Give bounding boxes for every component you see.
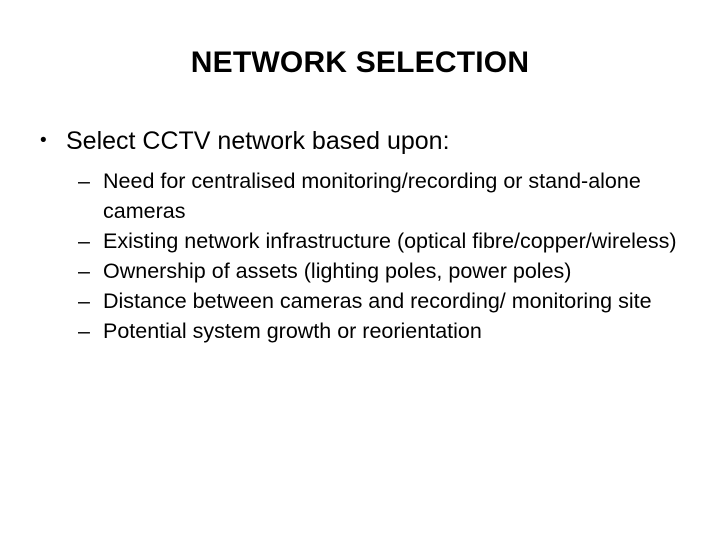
bullet-level1: • Select CCTV network based upon: [40, 126, 700, 157]
sub-bullet-text: Potential system growth or reorientation [103, 318, 482, 343]
en-dash-icon: – [78, 318, 90, 343]
slide-title: NETWORK SELECTION [190, 46, 530, 79]
en-dash-icon: – [78, 288, 90, 313]
en-dash-icon: – [78, 168, 90, 193]
sub-bullet-item: – Need for centralised monitoring/record… [40, 166, 700, 226]
sub-bullet-list: – Need for centralised monitoring/record… [40, 166, 700, 347]
sub-bullet-text: Need for centralised monitoring/recordin… [103, 168, 641, 223]
sub-bullet-item: – Ownership of assets (lighting poles, p… [40, 256, 700, 286]
sub-bullet-item: – Existing network infrastructure (optic… [40, 226, 700, 256]
bullet-level1-text: Select CCTV network based upon: [66, 127, 450, 155]
sub-bullet-item: – Potential system growth or reorientati… [40, 316, 700, 346]
sub-bullet-item: – Distance between cameras and recording… [40, 286, 700, 316]
sub-bullet-text: Existing network infrastructure (optical… [103, 228, 677, 253]
sub-bullet-text: Distance between cameras and recording/ … [103, 288, 652, 313]
en-dash-icon: – [78, 228, 90, 253]
bullet-dot-icon: • [40, 130, 47, 151]
sub-bullet-text: Ownership of assets (lighting poles, pow… [103, 258, 572, 283]
slide-body: • Select CCTV network based upon: – Need… [40, 126, 700, 346]
en-dash-icon: – [78, 258, 90, 283]
